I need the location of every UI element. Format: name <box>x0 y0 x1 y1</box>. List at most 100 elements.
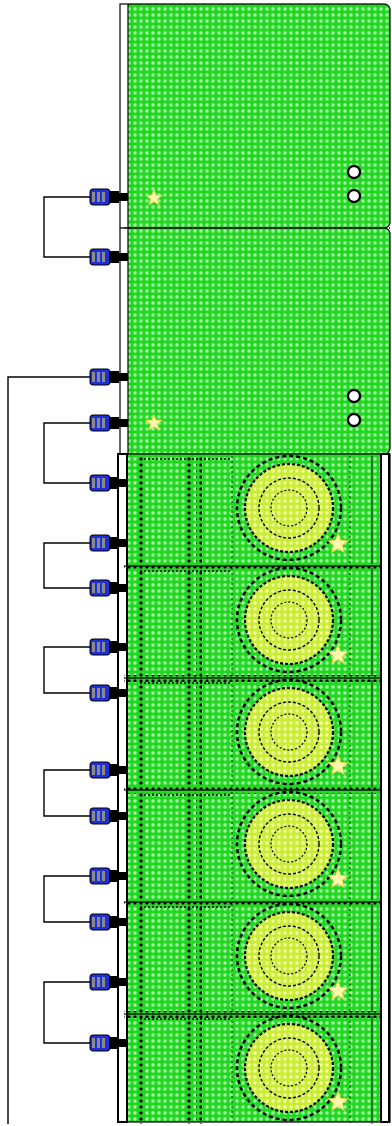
driver-mid-ring <box>258 1037 320 1099</box>
connector-grip <box>102 871 105 881</box>
jumper-cable-icon <box>43 422 90 484</box>
connector-grip <box>92 192 95 202</box>
connector-grip <box>102 252 105 262</box>
driver-dust-cap <box>270 601 308 639</box>
rigging-column <box>186 680 192 788</box>
driver-cone <box>243 798 335 890</box>
module-5 <box>124 899 381 1012</box>
connector-socket <box>119 872 128 880</box>
rigging-column <box>186 456 192 564</box>
driver-cone <box>243 1022 335 1114</box>
jumper-cable-icon <box>43 542 90 589</box>
driver-mid-ring <box>258 589 320 651</box>
connector-grip <box>92 252 95 262</box>
connector-plug <box>109 417 119 429</box>
driver-dust-cap <box>270 713 308 751</box>
connector-grip <box>92 372 95 382</box>
connector-grip <box>97 192 100 202</box>
connector-grip <box>102 1038 105 1048</box>
connector-grip <box>97 538 100 548</box>
star-marker-icon <box>145 413 163 431</box>
connector-socket <box>119 978 128 986</box>
star-marker-icon <box>145 188 163 206</box>
connector-socket <box>119 479 128 487</box>
driver-mid-ring <box>258 477 320 539</box>
connector-socket <box>119 812 128 820</box>
rigging-column <box>138 456 144 564</box>
connector-grip <box>97 977 100 987</box>
driver-cone <box>243 910 335 1002</box>
jumper-cable-icon <box>43 875 90 923</box>
rigging-column <box>196 456 202 564</box>
connector-socket <box>119 539 128 547</box>
connector-grip <box>97 252 100 262</box>
connector-plug <box>109 582 119 594</box>
rigging-column <box>186 568 192 676</box>
connector-plug <box>109 191 119 203</box>
rigging-column <box>138 792 144 900</box>
connector-grip <box>92 977 95 987</box>
array-right-rail <box>380 453 390 1123</box>
connector-plug <box>109 537 119 549</box>
rigging-column <box>196 680 202 788</box>
connector-plug <box>109 1037 119 1049</box>
connector-grip <box>92 418 95 428</box>
driver-cone <box>243 686 335 778</box>
loudspeaker-cone-icon <box>235 902 343 1010</box>
rigging-column <box>186 1016 192 1124</box>
connector-grip <box>97 688 100 698</box>
connector-grip <box>92 478 95 488</box>
connector-grip <box>102 478 105 488</box>
rigging-column <box>186 792 192 900</box>
connectors-group <box>89 188 128 1052</box>
connector-grip <box>92 583 95 593</box>
connector-grip <box>97 642 100 652</box>
loudspeaker-cone-icon <box>235 678 343 786</box>
module-1 <box>138 454 373 564</box>
speakon-connector-icon <box>89 188 128 206</box>
connector-grip <box>102 192 105 202</box>
jumper-cable-icon <box>43 769 90 817</box>
rigging-column <box>138 1016 144 1124</box>
screw-icon <box>346 388 362 404</box>
star-marker-icon <box>327 532 349 554</box>
driver-cone <box>243 462 335 554</box>
screw-icon <box>346 188 362 204</box>
connector-grip <box>92 1038 95 1048</box>
connector-socket <box>119 643 128 651</box>
driver-outer-ring <box>235 902 343 1010</box>
driver-dust-cap <box>270 1049 308 1087</box>
connector-grip <box>97 917 100 927</box>
speakon-connector-icon <box>89 248 128 266</box>
speakon-connector-icon <box>89 638 128 656</box>
module-6 <box>124 1011 381 1124</box>
connector-grip <box>92 811 95 821</box>
connector-plug <box>109 477 119 489</box>
jumper-cable-icon <box>43 196 90 258</box>
connector-plug <box>109 371 119 383</box>
connector-grip <box>102 418 105 428</box>
feed-cable <box>7 376 90 1124</box>
driver-mid-ring <box>258 925 320 987</box>
driver-mid-ring <box>258 701 320 763</box>
connector-socket <box>119 918 128 926</box>
connector-grip <box>97 372 100 382</box>
driver-cone <box>243 574 335 666</box>
connector-plug <box>109 251 119 263</box>
loudspeaker-cone-icon <box>235 454 343 562</box>
connector-grip <box>92 642 95 652</box>
connector-socket <box>119 766 128 774</box>
driver-outer-ring <box>235 678 343 786</box>
speakon-connector-icon <box>89 1034 128 1052</box>
rigging-column <box>138 904 144 1012</box>
connector-plug <box>109 870 119 882</box>
rigging-column <box>186 904 192 1012</box>
jumper-cable-icon <box>43 646 90 694</box>
module-2 <box>124 563 381 676</box>
connector-plug <box>109 916 119 928</box>
module-4 <box>124 787 381 900</box>
connector-plug <box>109 687 119 699</box>
connector-socket <box>119 689 128 697</box>
